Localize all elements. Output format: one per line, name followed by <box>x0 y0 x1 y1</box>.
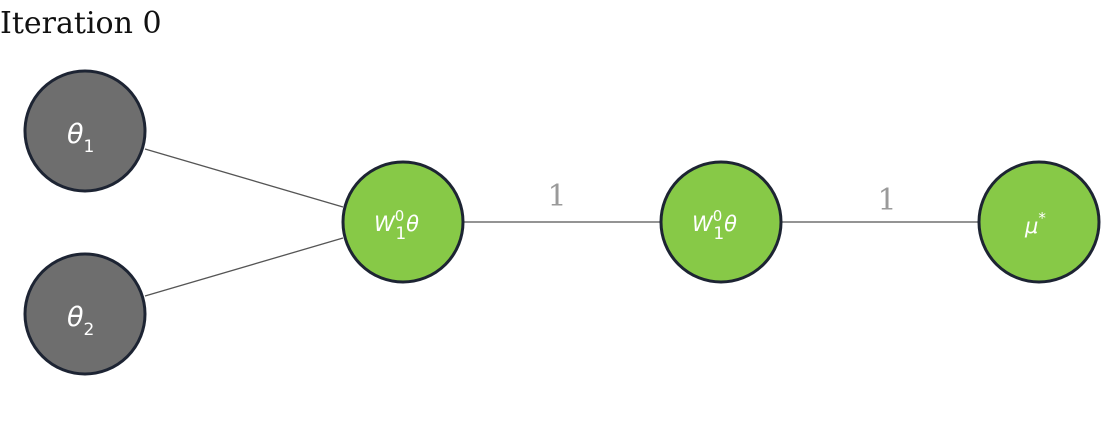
edge-theta1-to-hidden1 <box>144 148 344 208</box>
node-hidden1-superscript: 0 <box>395 207 405 225</box>
node-hidden1-subscript: 1 <box>395 224 406 244</box>
node-theta2-subscript: 2 <box>84 320 95 340</box>
page-title: Iteration 0 <box>0 6 162 41</box>
node-hidden2-symbol: W <box>692 212 714 236</box>
edge-theta2-to-hidden1 <box>144 237 344 297</box>
node-theta2-symbol: θ <box>67 302 84 333</box>
svg-text:θ1: θ1 <box>67 119 94 157</box>
node-hidden1-symbol: W <box>374 212 396 236</box>
edge-label-hidden1-to-hidden2: 1 <box>547 179 566 214</box>
node-output-symbol: μ <box>1024 214 1038 238</box>
node-output: μ* <box>977 160 1101 284</box>
node-theta1: θ1 <box>23 69 147 193</box>
node-hidden2-subscript: 1 <box>713 224 724 244</box>
edge-label-hidden2-to-output: 1 <box>877 183 896 218</box>
node-hidden2-superscript: 0 <box>713 207 723 225</box>
node-theta1-symbol: θ <box>67 119 84 150</box>
node-theta1-subscript: 1 <box>84 137 95 157</box>
node-hidden2-suffix: θ <box>724 212 737 236</box>
node-output-superscript: * <box>1038 209 1046 227</box>
node-theta2: θ2 <box>23 252 147 376</box>
node-hidden1-suffix: θ <box>406 212 419 236</box>
svg-text:θ2: θ2 <box>67 302 94 340</box>
svg-text:μ*: μ* <box>1024 209 1046 238</box>
